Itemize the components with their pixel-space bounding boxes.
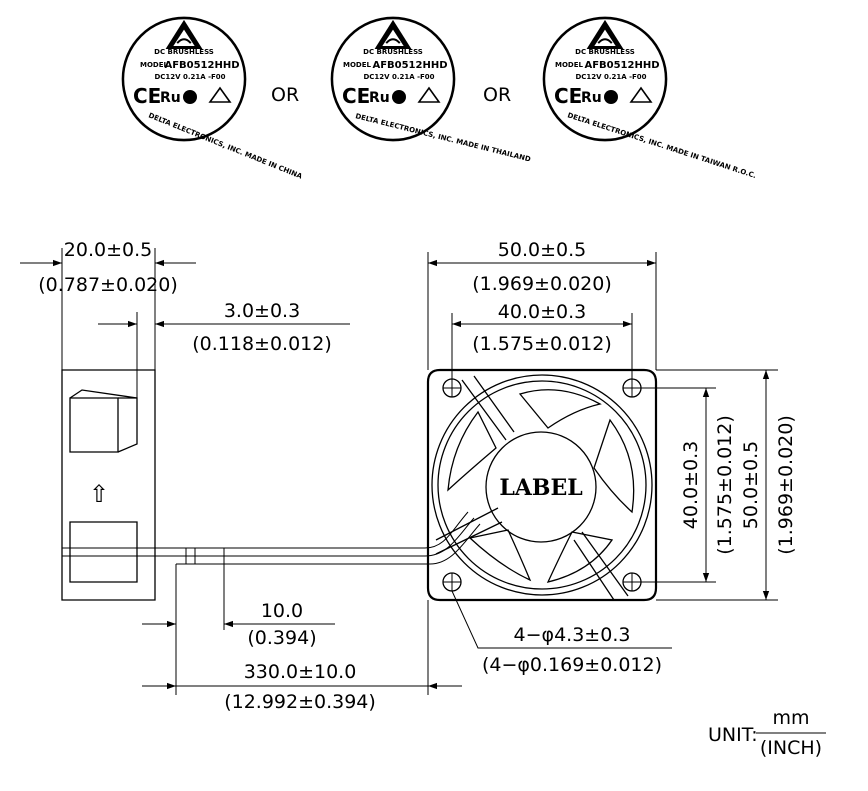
ul-mark-icon: Ru (369, 90, 390, 106)
hole-width-in: (1.575±0.012) (472, 333, 612, 355)
lead-wires (176, 511, 481, 565)
unit-legend: UNIT: mm (INCH) (708, 707, 826, 759)
badge-model: AFB0512HHD (584, 60, 659, 71)
depth-in: (0.787±0.020) (38, 274, 178, 296)
badge-line1: DC BRUSHLESS (575, 48, 635, 56)
badge-ce-mark: CE (133, 84, 161, 108)
badge-line1: DC BRUSHLESS (363, 48, 423, 56)
outer-height-mm: 50.0±0.5 (740, 441, 762, 529)
wire-length-mm: 330.0±10.0 (244, 661, 357, 683)
hole-height-in: (1.575±0.012) (714, 415, 736, 555)
badge-ce-mark: CE (554, 84, 582, 108)
badge-rating: DC12V 0.21A -F00 (363, 73, 434, 81)
badge-ce-mark: CE (342, 84, 370, 108)
outer-width-in: (1.969±0.020) (472, 273, 612, 295)
badge-model-prefix: MODEL (343, 61, 372, 69)
hole-height-mm: 40.0±0.3 (680, 441, 702, 529)
tuv-mark-icon (208, 86, 232, 103)
front-view: LABEL (426, 368, 658, 602)
outer-width-mm: 50.0±0.5 (498, 239, 586, 261)
flange-mm: 3.0±0.3 (224, 300, 300, 322)
hole-dia-mm: 4−φ4.3±0.3 (514, 624, 631, 646)
wire-length-in: (12.992±0.394) (224, 691, 376, 713)
badge-model: AFB0512HHD (372, 60, 447, 71)
ul-mark-icon: Ru (160, 90, 181, 106)
tuv-mark-icon (629, 86, 653, 103)
dimension-flange: 3.0±0.3 (0.118±0.012) (98, 300, 350, 398)
or-separator-2: OR (483, 84, 511, 106)
depth-mm: 20.0±0.5 (64, 239, 152, 261)
dimension-wire-length: 330.0±10.0 (12.992±0.394) (142, 600, 462, 713)
wire-strip-in: (0.394) (247, 627, 316, 649)
unit-denominator: (INCH) (760, 737, 822, 759)
dimension-hole-height: 40.0±0.3 (1.575±0.012) (641, 387, 736, 583)
dimension-outer-height: 50.0±0.5 (1.969±0.020) (656, 369, 797, 601)
ul-mark-icon: Ru (581, 90, 602, 106)
or-separator-1: OR (271, 84, 299, 106)
dimension-wire-strip: 10.0 (0.394) (142, 564, 335, 695)
hole-dia-in: (4−φ0.169±0.012) (482, 654, 662, 676)
outer-height-in: (1.969±0.020) (775, 415, 797, 555)
hole-width-mm: 40.0±0.3 (498, 301, 586, 323)
wire-strip-mm: 10.0 (261, 600, 303, 622)
tuv-mark-icon (417, 86, 441, 103)
badge-model-prefix: MODEL (555, 61, 584, 69)
hub-label: LABEL (499, 475, 582, 501)
dimension-hole-diameter: 4−φ4.3±0.3 (4−φ0.169±0.012) (451, 590, 672, 676)
dimension-hole-width: 40.0±0.3 (1.575±0.012) (451, 301, 633, 379)
badge-line1: DC BRUSHLESS (154, 48, 214, 56)
side-view: ⇧ (61, 369, 176, 601)
dimension-outer-width: 50.0±0.5 (1.969±0.020) (427, 239, 657, 370)
csa-mark-icon (183, 90, 197, 104)
csa-mark-icon (392, 90, 406, 104)
badge-rating: DC12V 0.21A -F00 (575, 73, 646, 81)
badge-footer: DELTA ELECTRONICS, INC. MADE IN TAIWAN R… (566, 111, 757, 180)
fan-hub (485, 431, 597, 543)
dimension-depth: 20.0±0.5 (0.787±0.020) (20, 239, 196, 370)
badge-model-prefix: MODEL (140, 61, 169, 69)
badge-model: AFB0512HHD (164, 60, 239, 71)
badge-rating: DC12V 0.21A -F00 (154, 73, 225, 81)
csa-mark-icon (604, 90, 618, 104)
unit-numerator: mm (772, 707, 809, 729)
label-variant-3: DC BRUSHLESS MODEL AFB0512HHD DC12V 0.21… (542, 16, 757, 180)
airflow-arrow-icon: ⇧ (89, 480, 109, 508)
flange-in: (0.118±0.012) (192, 333, 332, 355)
unit-prefix: UNIT: (708, 724, 758, 746)
